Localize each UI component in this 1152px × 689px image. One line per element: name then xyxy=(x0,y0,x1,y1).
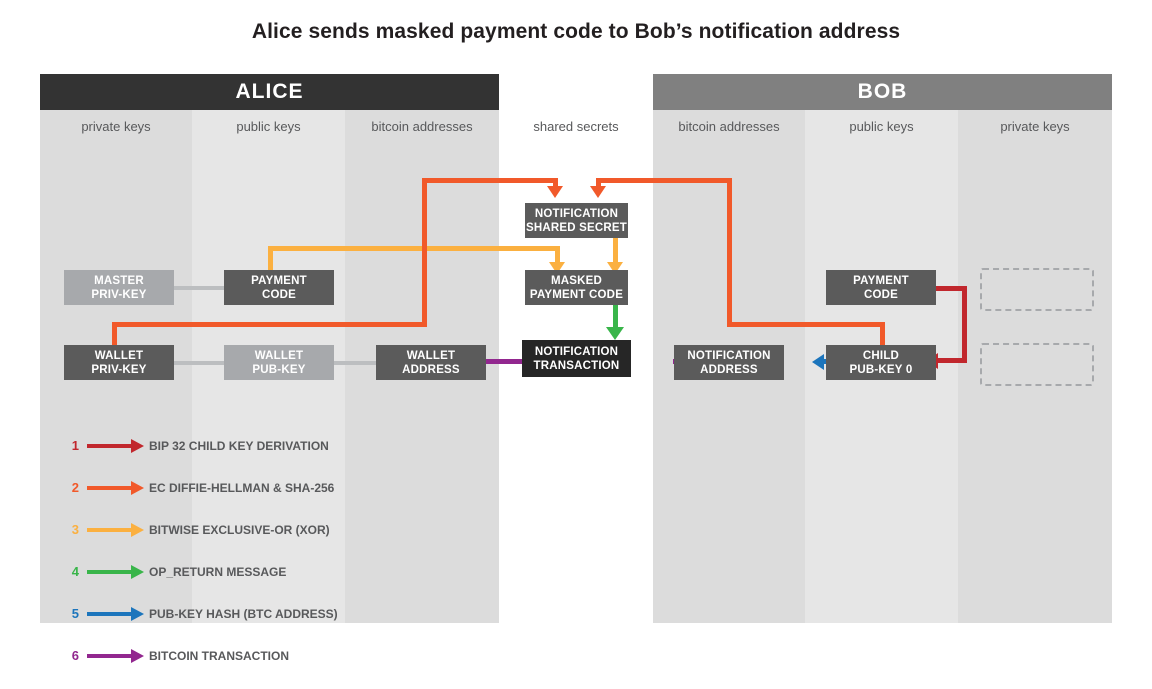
party-header-alice-label: ALICE xyxy=(235,80,304,103)
node-alice-wallet-priv-key[interactable]: WALLET PRIV-KEY xyxy=(64,345,174,380)
party-header-bob: BOB xyxy=(653,74,1112,110)
column-band-bob-private-keys xyxy=(958,74,1112,623)
legend-number-6: 6 xyxy=(71,648,79,663)
node-alice-wallet-priv-key-line1: WALLET xyxy=(94,349,144,362)
node-alice-master-priv-key-line1: MASTER xyxy=(94,274,144,287)
ecdh-left-vertical-riser xyxy=(112,322,117,350)
node-alice-master-priv-key[interactable]: MASTER PRIV-KEY xyxy=(64,270,174,305)
node-alice-wallet-address-line2: ADDRESS xyxy=(402,363,460,376)
legend-number-4: 4 xyxy=(71,564,79,579)
node-notification-shared-secret-line1: NOTIFICATION xyxy=(534,207,619,220)
legend-line-2 xyxy=(87,486,131,490)
ecdh-right-vertical-riser xyxy=(880,322,885,350)
link-wallet-pub-to-wallet-address xyxy=(326,361,380,365)
node-masked-payment-code-line2: PAYMENT CODE xyxy=(529,288,624,301)
legend-label-4: OP_RETURN MESSAGE xyxy=(149,565,287,579)
bip32-top-horizontal xyxy=(933,286,967,291)
node-notification-shared-secret[interactable]: NOTIFICATION SHARED SECRET xyxy=(525,203,628,238)
node-alice-wallet-pub-key-line2: PUB-KEY xyxy=(252,363,306,376)
legend-arrowhead-1 xyxy=(131,439,144,453)
ecdh-left-descender-to-secret xyxy=(553,178,558,190)
legend-line-6 xyxy=(87,654,131,658)
node-bob-child-pub-key-0-line1: CHILD xyxy=(862,349,900,362)
node-bob-ghost-lower xyxy=(980,343,1094,386)
node-alice-wallet-pub-key[interactable]: WALLET PUB-KEY xyxy=(224,345,334,380)
node-bob-payment-code[interactable]: PAYMENT CODE xyxy=(826,270,936,305)
legend-number-1: 1 xyxy=(71,438,79,453)
node-bob-payment-code-line1: PAYMENT xyxy=(853,274,909,287)
legend-number-5: 5 xyxy=(71,606,79,621)
ecdh-arrowhead-left-into-secret xyxy=(547,186,563,198)
xor-path-right-to-masked xyxy=(268,246,560,251)
column-caption-shared-secrets: shared secrets xyxy=(533,119,619,134)
node-notification-transaction[interactable]: NOTIFICATION TRANSACTION xyxy=(522,340,631,377)
node-notification-transaction-line2: TRANSACTION xyxy=(533,359,620,372)
node-masked-payment-code[interactable]: MASKED PAYMENT CODE xyxy=(525,270,628,305)
legend-arrowhead-3 xyxy=(131,523,144,537)
node-notification-transaction-line1: NOTIFICATION xyxy=(534,345,619,358)
btc-tx-link-wallet-to-notification xyxy=(480,359,555,364)
xor-path-up-from-payment-code xyxy=(268,246,273,272)
ecdh-right-horizontal xyxy=(727,322,885,327)
column-caption-bob-private-keys: private keys xyxy=(1000,119,1070,134)
column-caption-alice-public-keys: public keys xyxy=(236,119,301,134)
legend-label-1: BIP 32 CHILD KEY DERIVATION xyxy=(149,439,329,453)
node-alice-payment-code-line1: PAYMENT xyxy=(251,274,307,287)
node-bob-payment-code-line2: CODE xyxy=(863,288,899,301)
node-bob-notification-address-line1: NOTIFICATION xyxy=(687,349,771,362)
bip32-bottom-horizontal xyxy=(938,358,967,363)
ecdh-right-top-horizontal xyxy=(596,178,732,183)
page-title: Alice sends masked payment code to Bob’s… xyxy=(251,20,901,43)
node-alice-payment-code[interactable]: PAYMENT CODE xyxy=(224,270,334,305)
column-caption-alice-bitcoin-addresses: bitcoin addresses xyxy=(371,119,473,134)
column-caption-bob-public-keys: public keys xyxy=(849,119,914,134)
ecdh-left-top-horizontal xyxy=(422,178,558,183)
party-header-bob-label: BOB xyxy=(857,80,908,103)
legend-label-3: BITWISE EXCLUSIVE-OR (XOR) xyxy=(149,523,330,537)
xor-path-down-into-masked xyxy=(555,246,560,266)
node-bob-child-pub-key-0[interactable]: CHILD PUB-KEY 0 xyxy=(826,345,936,380)
legend-line-3 xyxy=(87,528,131,532)
pubkey-hash-arrowhead xyxy=(812,354,824,370)
legend-label-2: EC DIFFIE-HELLMAN & SHA-256 xyxy=(149,481,335,495)
opreturn-arrowhead xyxy=(606,327,624,340)
xor-path-secret-to-masked xyxy=(613,236,618,266)
legend-arrowhead-6 xyxy=(131,649,144,663)
ecdh-right-descender-to-secret xyxy=(596,178,601,190)
node-alice-master-priv-key-line2: PRIV-KEY xyxy=(91,288,147,301)
ecdh-arrowhead-right-into-secret xyxy=(590,186,606,198)
node-alice-wallet-priv-key-line2: PRIV-KEY xyxy=(91,363,147,376)
legend-line-5 xyxy=(87,612,131,616)
legend-arrowhead-4 xyxy=(131,565,144,579)
bip32-right-vertical xyxy=(962,286,967,362)
link-wallet-priv-to-wallet-pub xyxy=(172,361,226,365)
node-bob-child-pub-key-0-line2: PUB-KEY 0 xyxy=(849,363,913,376)
legend-arrowhead-5 xyxy=(131,607,144,621)
node-alice-wallet-address[interactable]: WALLET ADDRESS xyxy=(376,345,486,380)
column-caption-bob-bitcoin-addresses: bitcoin addresses xyxy=(678,119,780,134)
node-alice-payment-code-line2: CODE xyxy=(261,288,297,301)
node-bob-notification-address-line2: ADDRESS xyxy=(700,363,758,376)
node-masked-payment-code-line1: MASKED xyxy=(550,274,603,287)
opreturn-vertical xyxy=(613,303,618,331)
legend-arrowhead-2 xyxy=(131,481,144,495)
legend-label-6: BITCOIN TRANSACTION xyxy=(149,649,289,663)
node-alice-wallet-pub-key-line1: WALLET xyxy=(254,349,304,362)
node-notification-shared-secret-line2: SHARED SECRET xyxy=(525,221,627,234)
legend-line-4 xyxy=(87,570,131,574)
node-bob-notification-address[interactable]: NOTIFICATION ADDRESS xyxy=(674,345,784,380)
node-bob-ghost-upper xyxy=(980,268,1094,311)
ecdh-left-horizontal xyxy=(112,322,427,327)
link-master-to-payment-code xyxy=(172,286,226,290)
legend-number-2: 2 xyxy=(71,480,79,495)
node-alice-wallet-address-line1: WALLET xyxy=(406,349,456,362)
diagram-canvas: ALICE BOB private keys public keys bitco… xyxy=(40,74,1112,663)
legend-number-3: 3 xyxy=(71,522,79,537)
ecdh-left-vertical-to-top xyxy=(422,178,427,327)
party-header-alice: ALICE xyxy=(40,74,499,110)
legend-line-1 xyxy=(87,444,131,448)
ecdh-right-vertical-to-top xyxy=(727,178,732,327)
column-caption-alice-private-keys: private keys xyxy=(81,119,151,134)
legend-label-5: PUB-KEY HASH (BTC ADDRESS) xyxy=(149,607,338,621)
